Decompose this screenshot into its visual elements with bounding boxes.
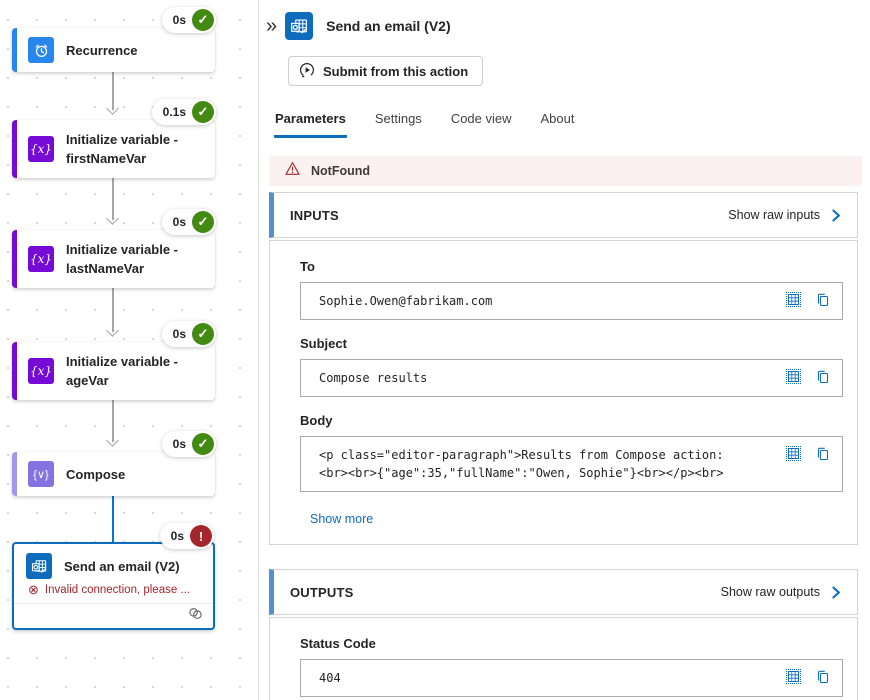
inputs-heading: INPUTS: [290, 207, 339, 223]
success-check-icon: ✓: [192, 101, 214, 123]
submit-button-label: Submit from this action: [323, 63, 469, 79]
view-table-icon[interactable]: [786, 369, 801, 384]
panel-header: » Send an email (V2): [259, 0, 870, 40]
panel-title: Send an email (V2): [326, 18, 451, 34]
compose-icon: {∨}: [28, 461, 54, 487]
connector: [112, 178, 114, 220]
resubmit-icon: [299, 62, 315, 81]
run-duration-badge: 0.1s ✓: [151, 99, 216, 125]
connector-arrow-icon: [106, 212, 119, 225]
flow-node-compose[interactable]: 0s ✓ {∨} Compose: [12, 431, 216, 496]
tab-settings[interactable]: Settings: [374, 111, 422, 126]
success-check-icon: ✓: [192, 323, 214, 345]
flow-canvas: 0s ✓ Recurrence 0.1s ✓ {x} Initialize va…: [0, 0, 258, 700]
connector-selected: [112, 496, 114, 542]
error-cross-circle-icon: ⊗: [28, 582, 39, 597]
inputs-section-body: To Sophie.Owen@fabrikam.com Subject Comp…: [269, 240, 858, 545]
error-text: Invalid connection, please ...: [44, 583, 191, 596]
flow-node-initialize-agevar[interactable]: 0s ✓ {x} Initialize variable - ageVar: [12, 321, 216, 400]
connection-icon: [188, 606, 203, 626]
flow-node-send-email[interactable]: 0s ! Send an email (V2) ⊗ Invalid connec…: [12, 523, 215, 630]
chevron-right-icon: [832, 586, 840, 598]
body-field-value: <p class="editor-paragraph">Results from…: [319, 448, 724, 480]
connector: [112, 400, 114, 442]
subject-field[interactable]: Compose results: [300, 359, 843, 397]
connector-arrow-icon: [106, 102, 119, 115]
body-field[interactable]: <p class="editor-paragraph">Results from…: [300, 436, 843, 492]
variable-icon: {x}: [28, 246, 54, 272]
subject-field-value: Compose results: [319, 371, 428, 385]
success-check-icon: ✓: [192, 211, 214, 233]
view-table-icon[interactable]: [786, 446, 801, 461]
chevron-right-icon: [832, 209, 840, 221]
outputs-heading: OUTPUTS: [290, 584, 354, 600]
submit-from-action-button[interactable]: Submit from this action: [288, 56, 484, 86]
collapse-panel-icon[interactable]: »: [266, 15, 278, 37]
duration-label: 0s: [170, 529, 184, 543]
view-table-icon[interactable]: [786, 292, 801, 307]
copy-icon[interactable]: [816, 293, 830, 307]
field-label-subject: Subject: [300, 336, 347, 351]
status-code-value: 404: [319, 671, 341, 685]
duration-label: 0.1s: [162, 105, 186, 119]
connector-arrow-icon: [106, 434, 119, 447]
warning-triangle-icon: [285, 161, 300, 181]
duration-label: 0s: [172, 327, 186, 341]
success-check-icon: ✓: [192, 9, 214, 31]
flow-node-initialize-firstnamevar[interactable]: 0.1s ✓ {x} Initialize variable - firstNa…: [12, 99, 216, 178]
to-field-value: Sophie.Owen@fabrikam.com: [319, 294, 493, 308]
node-label: Initialize variable - lastNameVar: [66, 242, 178, 276]
node-label: Send an email (V2): [64, 558, 180, 574]
success-check-icon: ✓: [192, 433, 214, 455]
show-raw-inputs-link[interactable]: Show raw inputs: [728, 208, 843, 222]
action-details-panel: » Send an email (V2) Submit from this ac…: [258, 0, 870, 700]
duration-label: 0s: [172, 215, 186, 229]
error-banner: NotFound: [269, 156, 862, 186]
connector: [112, 288, 114, 332]
show-raw-inputs-label: Show raw inputs: [728, 208, 820, 222]
flow-node-recurrence[interactable]: 0s ✓ Recurrence: [12, 7, 216, 72]
outputs-section-header: OUTPUTS Show raw outputs: [269, 569, 858, 615]
variable-icon: {x}: [28, 136, 54, 162]
connector-arrow-icon: [106, 324, 119, 337]
copy-icon[interactable]: [816, 670, 830, 684]
copy-icon[interactable]: [816, 370, 830, 384]
run-duration-badge: 0s ✓: [161, 321, 216, 347]
tab-bar: Parameters Settings Code view About: [274, 111, 870, 138]
show-raw-outputs-label: Show raw outputs: [720, 585, 820, 599]
inputs-section-header: INPUTS Show raw inputs: [269, 192, 858, 238]
run-duration-badge: 0s ✓: [161, 431, 216, 457]
field-label-body: Body: [300, 413, 333, 428]
show-more-link[interactable]: Show more: [310, 512, 374, 526]
node-error-message: ⊗ Invalid connection, please ...: [14, 581, 213, 602]
node-label: Recurrence: [66, 42, 138, 58]
status-code-field[interactable]: 404: [300, 659, 843, 697]
error-banner-text: NotFound: [311, 164, 371, 178]
field-label-to: To: [300, 259, 315, 274]
variable-icon: {x}: [28, 358, 54, 384]
connector: [112, 72, 114, 110]
duration-label: 0s: [172, 437, 186, 451]
tab-parameters[interactable]: Parameters: [274, 111, 347, 138]
node-label: Compose: [66, 466, 126, 482]
tab-about[interactable]: About: [540, 111, 575, 126]
run-duration-badge: 0s ✓: [161, 7, 216, 33]
field-label-status-code: Status Code: [300, 636, 376, 651]
show-raw-outputs-link[interactable]: Show raw outputs: [721, 585, 843, 599]
tab-code-view[interactable]: Code view: [450, 111, 512, 126]
error-exclamation-icon: !: [190, 525, 212, 547]
node-label: Initialize variable - ageVar: [66, 354, 178, 388]
duration-label: 0s: [172, 13, 186, 27]
copy-icon[interactable]: [816, 447, 830, 461]
outlook-icon: [285, 12, 314, 40]
node-label: Initialize variable - firstNameVar: [66, 132, 178, 166]
view-table-icon[interactable]: [786, 669, 801, 684]
to-field[interactable]: Sophie.Owen@fabrikam.com: [300, 282, 843, 320]
outlook-send-email-icon: [26, 553, 52, 579]
flow-node-initialize-lastnamevar[interactable]: 0s ✓ {x} Initialize variable - lastNameV…: [12, 209, 216, 288]
outputs-section-body: Status Code 404: [269, 617, 858, 700]
recurrence-icon: [28, 37, 54, 63]
run-duration-badge: 0s ✓: [161, 209, 216, 235]
run-duration-badge: 0s !: [159, 523, 214, 549]
